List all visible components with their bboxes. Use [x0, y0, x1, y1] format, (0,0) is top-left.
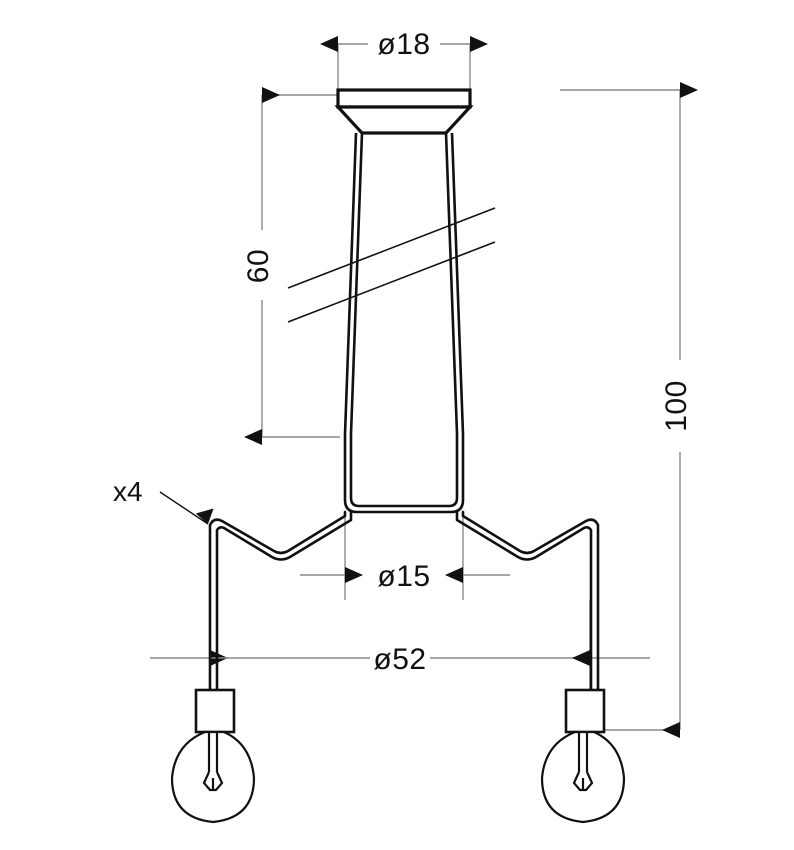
dimension-label-canopy-diameter: ø18: [377, 28, 430, 61]
dimension-label-outer-span: ø52: [373, 643, 426, 676]
annotation-label-quantity: x4: [113, 476, 143, 507]
left-bulb-filament: [202, 732, 224, 792]
left-arm: [208, 510, 353, 692]
break-lines: [287, 207, 496, 323]
cross-bar: [343, 434, 465, 514]
suspension-rods: [343, 132, 465, 435]
leader-line-quantity: [159, 491, 214, 525]
dimension-label-rod-height: 60: [242, 249, 275, 283]
right-bulb-filament: [572, 732, 594, 792]
dimension-label-total-height: 100: [660, 380, 693, 432]
left-lamp-holder: [194, 688, 236, 734]
canopy: [334, 88, 474, 135]
right-arm: [455, 510, 600, 692]
right-bulb: [540, 730, 626, 824]
left-bulb: [170, 730, 256, 824]
right-lamp-holder: [564, 688, 606, 734]
dimension-label-inner-span: ø15: [377, 560, 430, 593]
